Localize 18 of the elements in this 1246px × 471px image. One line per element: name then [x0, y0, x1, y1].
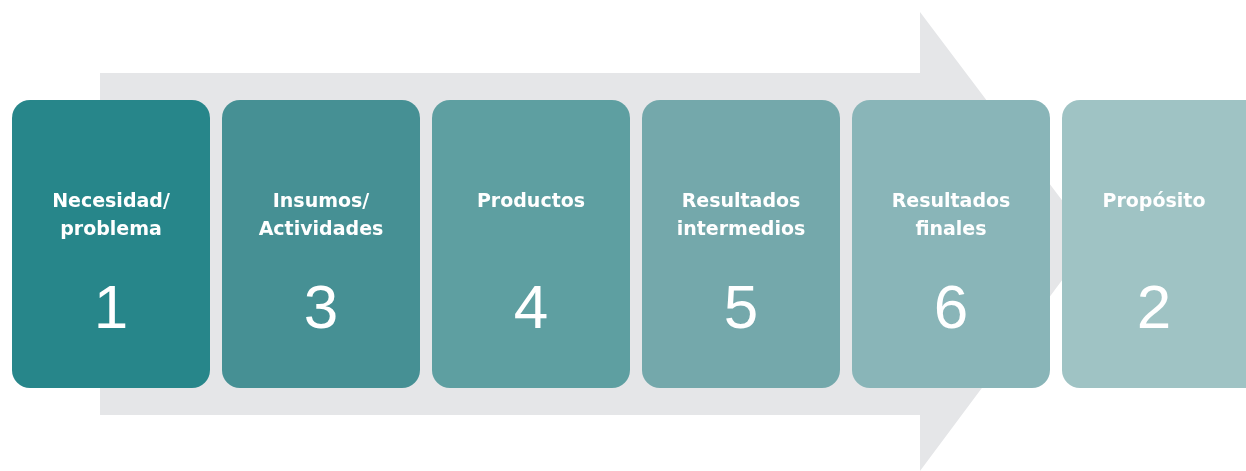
step-number: 3	[302, 272, 340, 342]
step-title: Resultados intermedios	[675, 188, 807, 241]
step-number: 5	[722, 272, 760, 342]
step-number: 6	[932, 272, 970, 342]
step-number: 2	[1135, 272, 1173, 342]
step-card	[432, 100, 630, 388]
step-number: 1	[92, 272, 130, 342]
step-card	[642, 100, 840, 388]
step-card	[12, 100, 210, 388]
step-title: Resultados finales	[890, 188, 1012, 241]
step-title: Productos	[475, 188, 587, 213]
step-title: Necesidad/ problema	[51, 188, 171, 241]
step-number: 4	[512, 272, 550, 342]
step-title: Propósito	[1101, 188, 1207, 213]
step-card	[222, 100, 420, 388]
step-card	[1062, 100, 1246, 388]
step-card	[852, 100, 1050, 388]
step-title: Insumos/ Actividades	[257, 188, 385, 241]
